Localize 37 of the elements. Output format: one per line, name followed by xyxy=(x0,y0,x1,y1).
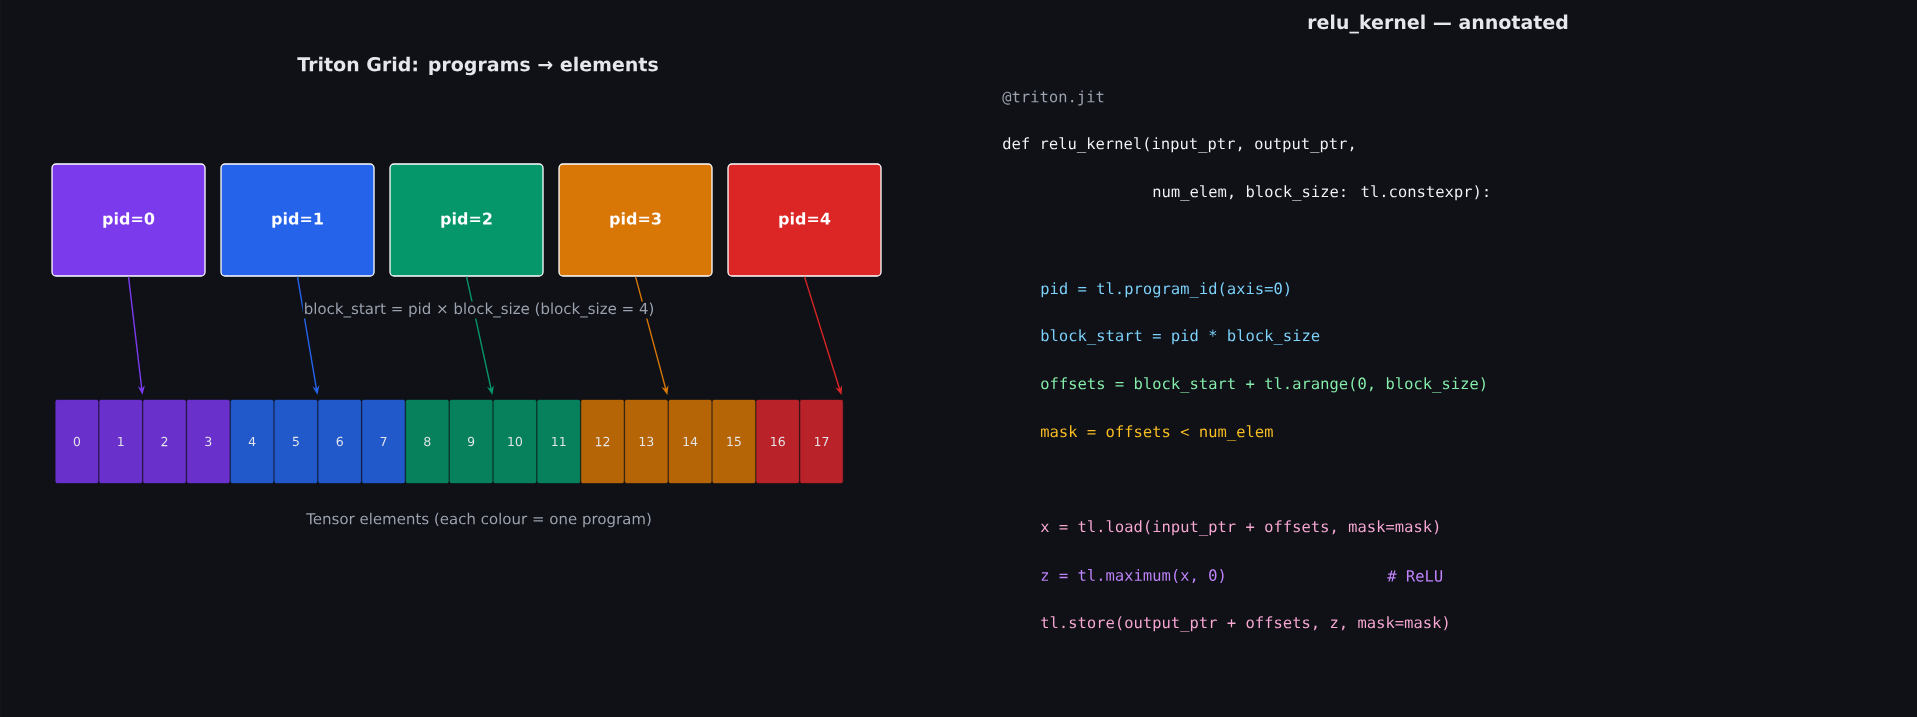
program-box: pid=2 xyxy=(389,163,544,277)
code-line: num_elem, block_size: tl.constexpr): xyxy=(1153,185,1488,201)
code-comment: # ReLU xyxy=(1387,570,1443,582)
tensor-cell: 4 xyxy=(230,399,274,484)
tensor-cell: 7 xyxy=(362,399,405,484)
tensor-cell: 12 xyxy=(581,399,624,484)
title: Triton Grid: programs → elements xyxy=(297,56,658,76)
tensor-cell: 17 xyxy=(800,399,843,484)
program-box: pid=1 xyxy=(220,163,375,277)
code-line: x = tl.load(input_ptr + offsets, mask=mask) xyxy=(1040,520,1439,536)
tensor-cell: 2 xyxy=(143,399,186,484)
code-line: tl.store(output_ptr + offsets, z, mask=mask) xyxy=(1041,616,1448,632)
tensor-cell: 6 xyxy=(318,399,362,484)
tensor-cell: 5 xyxy=(274,399,318,484)
tensor-cell: 3 xyxy=(186,399,230,484)
tensor-cell: 0 xyxy=(55,399,99,484)
code-line: pid = tl.program_id(axis=0) xyxy=(1041,282,1289,298)
caption: Tensor elements (each colour = one program) xyxy=(306,512,651,528)
tensor-cell: 9 xyxy=(449,399,493,484)
code-line: mask = offsets < num_elem xyxy=(1041,425,1273,441)
tensor-cell: 16 xyxy=(756,399,800,484)
tensor-cell: 1 xyxy=(99,399,143,484)
tensor-cell: 10 xyxy=(493,399,537,484)
program-box: pid=4 xyxy=(727,163,882,277)
tensor-cell: 14 xyxy=(668,399,712,484)
code-comment: @triton.jit xyxy=(1002,90,1104,106)
code-line: z = tl.maximum(x, 0) xyxy=(1041,569,1224,583)
tensor-cell: 8 xyxy=(405,399,449,484)
code-line: offsets = block_start + tl.arange(0, block_size) xyxy=(1041,377,1485,393)
program-box: pid=0 xyxy=(51,163,206,277)
code-line: block_start = pid * block_size xyxy=(1041,329,1320,345)
tensor-cell: 11 xyxy=(537,399,581,484)
code-line: def relu_kernel(input_ptr, output_ptr, xyxy=(1003,137,1354,153)
tensor-cell: 13 xyxy=(624,399,668,484)
panel-title: relu_kernel — annotated xyxy=(1308,14,1568,34)
program-box: pid=3 xyxy=(558,163,713,277)
tensor-cell: 15 xyxy=(712,399,756,484)
